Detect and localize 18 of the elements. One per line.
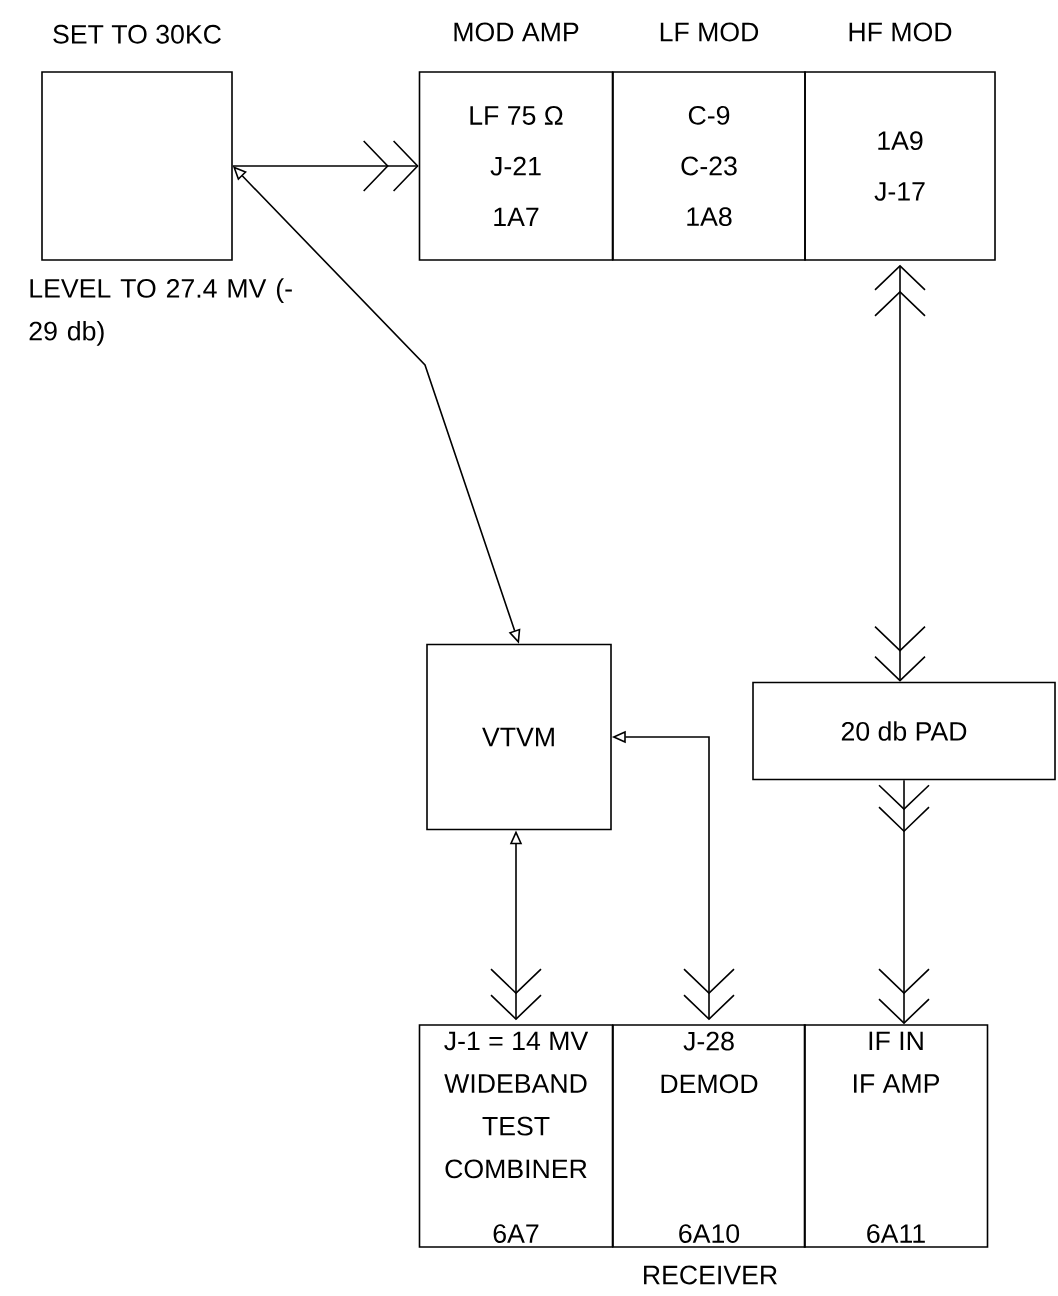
receiver-cell: IF IN IF AMP 6A11 bbox=[803, 1024, 989, 1248]
pad-box: 20 db PAD bbox=[752, 681, 1056, 781]
receiver-cell: J-28 DEMOD 6A10 bbox=[612, 1024, 806, 1248]
receiver-cell: J-1 = 14 MV WIDEBAND TEST COMBINER 6A7 bbox=[418, 1024, 614, 1248]
module-cell: LF 75 Ω J-21 1A7 bbox=[418, 71, 614, 261]
caption-text: RECEIVER bbox=[644, 1265, 777, 1285]
connector-line bbox=[874, 264, 926, 682]
connector-line bbox=[878, 779, 930, 1025]
note-text: SET TO 30KC bbox=[53, 24, 221, 44]
module-cell: 1A9 J-17 bbox=[804, 71, 996, 261]
note-text: LEVEL TO 27.4 MV (-29 db) bbox=[29, 278, 292, 346]
heading-text: MOD AMP bbox=[454, 22, 579, 42]
generator-box bbox=[41, 71, 233, 261]
connector-line bbox=[232, 140, 419, 192]
heading-text: LF MOD bbox=[660, 22, 759, 42]
heading-text: HF MOD bbox=[849, 22, 952, 42]
module-cell: C-9 C-23 1A8 bbox=[612, 71, 806, 261]
meter-box: VTVM bbox=[426, 643, 612, 831]
